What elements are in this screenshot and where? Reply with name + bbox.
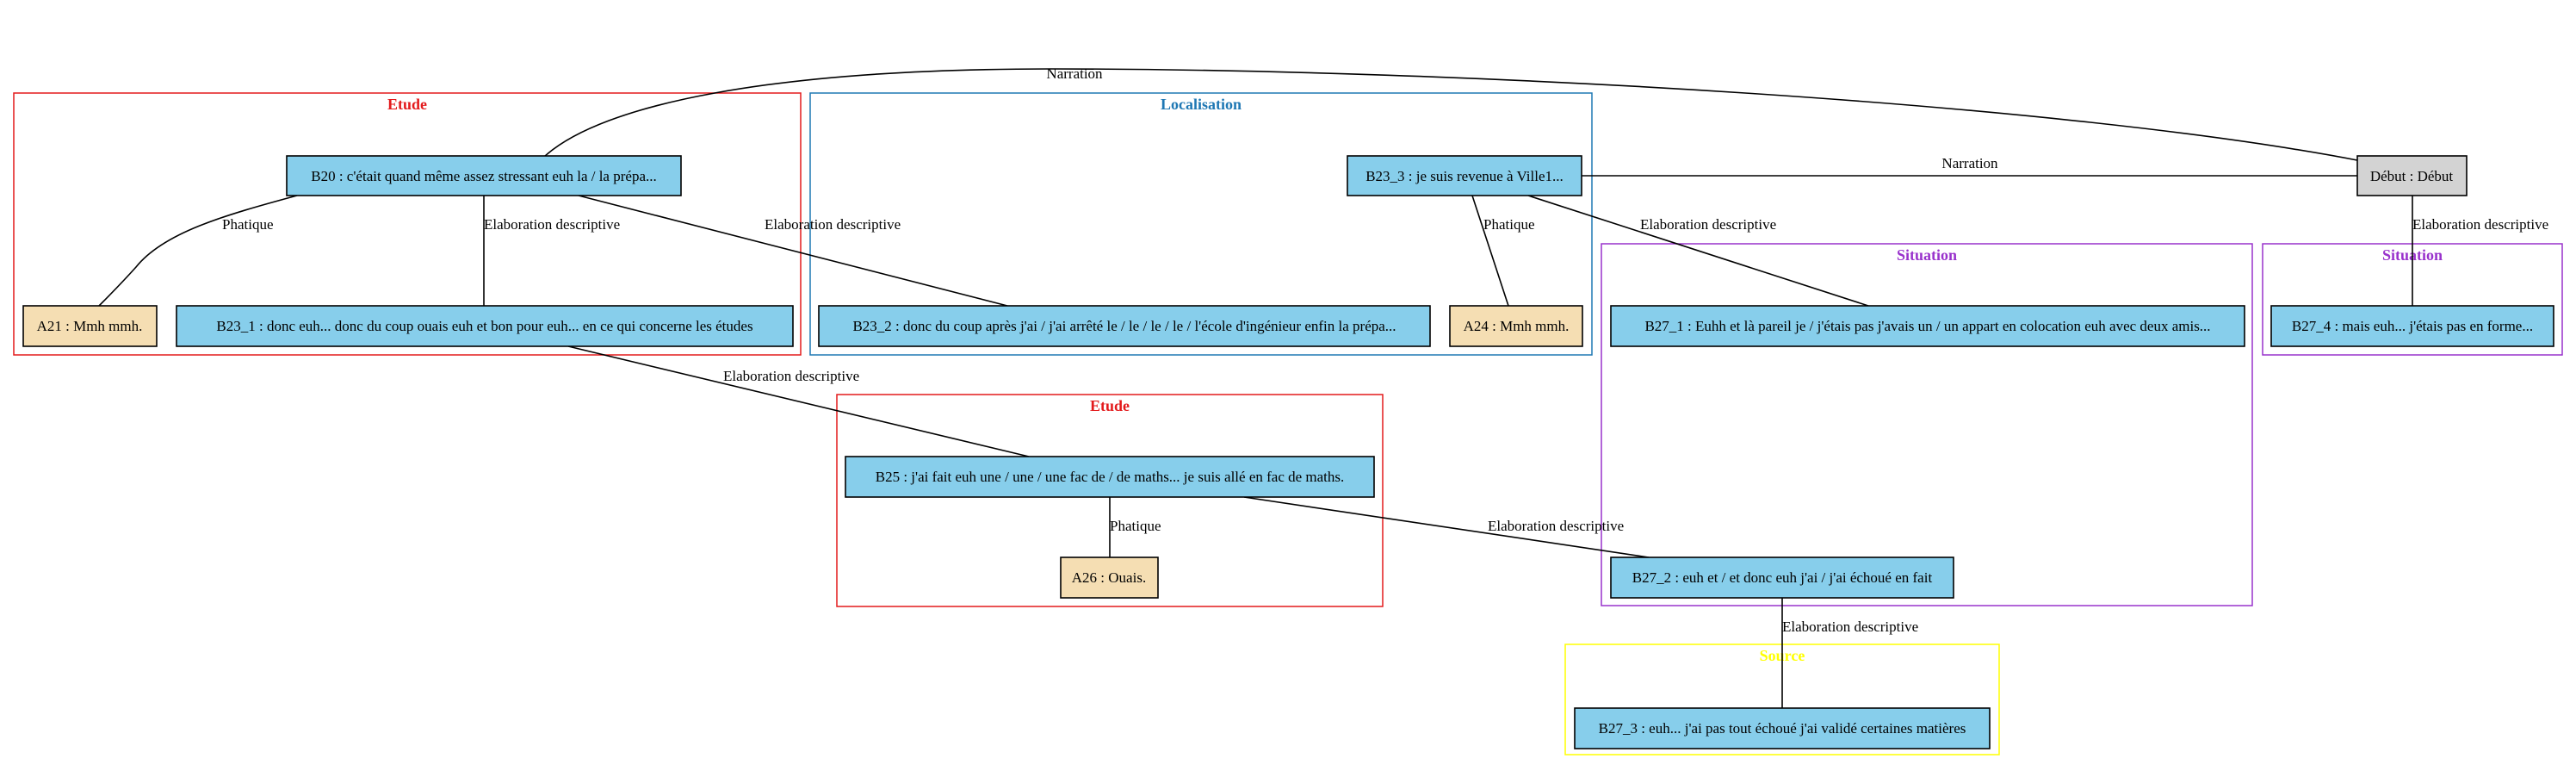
- node-b27_2-box: [1610, 556, 1954, 599]
- edge-label: Elaboration descriptive: [765, 216, 901, 233]
- node-b27_2[interactable]: B27_2 : euh et / et donc euh j'ai / j'ai…: [1610, 556, 1954, 599]
- edge-line: [578, 195, 1008, 307]
- node-b27_3-box: [1574, 707, 1991, 749]
- edge-label: Phatique: [1110, 518, 1161, 534]
- node-a26-box: [1060, 556, 1159, 599]
- node-b23_3[interactable]: B23_3 : je suis revenue à Ville1...: [1347, 155, 1582, 196]
- node-b27_4[interactable]: B27_4 : mais euh... j'étais pas en forme…: [2270, 305, 2554, 347]
- node-b23_1-box: [176, 305, 794, 347]
- node-b23_3-label: B23_3 : je suis revenue à Ville1...: [1365, 168, 1564, 184]
- cluster-situation-1-frame: [1601, 243, 2253, 606]
- edge-narration-debut-b20: Narration: [543, 65, 2362, 162]
- node-b20-box: [286, 155, 682, 196]
- node-a24-label: A24 : Mmh mmh.: [1464, 318, 1570, 334]
- node-b23_2-label: B23_2 : donc du coup après j'ai / j'ai a…: [852, 318, 1396, 334]
- edge-phatique-b25-a26: Phatique: [1109, 497, 1161, 557]
- node-b23_3-box: [1347, 155, 1582, 196]
- node-b27_4-label: B27_4 : mais euh... j'étais pas en forme…: [2292, 318, 2533, 334]
- edge-phatique-b23_3-a24: Phatique: [1471, 195, 1535, 307]
- node-a24[interactable]: A24 : Mmh mmh.: [1449, 305, 1583, 347]
- node-b27_1-box: [1610, 305, 2245, 347]
- edge-elab-b23_3-b27_1: Elaboration descriptive: [1527, 195, 1869, 307]
- node-a21-box: [22, 305, 158, 347]
- edge-label: Phatique: [222, 216, 274, 233]
- edge-label: Elaboration descriptive: [1488, 518, 1624, 534]
- edge-label: Elaboration descriptive: [1640, 216, 1776, 233]
- edge-label: Narration: [1941, 155, 1998, 171]
- edge-narration-debut-b23_3: Narration: [1582, 155, 2357, 177]
- edge-line: [543, 68, 2362, 162]
- node-a24-box: [1449, 305, 1583, 347]
- cluster-localisation-title: Localisation: [1161, 96, 1242, 113]
- node-a26-label: A26 : Ouais.: [1072, 569, 1146, 586]
- node-b27_4-box: [2270, 305, 2554, 347]
- node-b25[interactable]: B25 : j'ai fait euh une / une / une fac …: [845, 456, 1375, 498]
- edge-label: Elaboration descriptive: [1782, 619, 1918, 635]
- node-a21-label: A21 : Mmh mmh.: [37, 318, 143, 334]
- node-b27_1-label: B27_1 : Euhh et là pareil je / j'étais p…: [1644, 318, 2210, 334]
- edge-line: [1471, 195, 1509, 307]
- node-b23_1[interactable]: B23_1 : donc euh... donc du coup ouais e…: [176, 305, 794, 347]
- node-b27_2-label: B27_2 : euh et / et donc euh j'ai / j'ai…: [1632, 569, 1933, 586]
- node-a21[interactable]: A21 : Mmh mmh.: [22, 305, 158, 347]
- edge-label: Elaboration descriptive: [723, 368, 859, 384]
- cluster-localisation: Localisation: [809, 92, 1593, 356]
- node-b25-box: [845, 456, 1375, 498]
- edge-label: Elaboration descriptive: [484, 216, 620, 233]
- edge-label: Elaboration descriptive: [2412, 216, 2548, 233]
- cluster-localisation-frame: [809, 92, 1593, 356]
- edge-elab-b20-b23_1: Elaboration descriptive: [483, 196, 620, 306]
- cluster-etude-1: Etude: [13, 92, 802, 356]
- edge-elab-debut-b27_4: Elaboration descriptive: [2412, 196, 2548, 306]
- node-debut-box: [2356, 155, 2468, 196]
- node-b25-label: B25 : j'ai fait euh une / une / une fac …: [876, 469, 1345, 485]
- edge-elab-b27_2-b27_3: Elaboration descriptive: [1781, 598, 1918, 708]
- edge-label: Narration: [1046, 65, 1103, 82]
- node-b23_1-label: B23_1 : donc euh... donc du coup ouais e…: [216, 318, 752, 334]
- node-b27_3-label: B27_3 : euh... j'ai pas tout échoué j'ai…: [1599, 720, 1966, 737]
- cluster-etude-2-title: Etude: [1090, 397, 1130, 414]
- cluster-situation-1-title: Situation: [1897, 246, 1957, 264]
- edge-elab-b20-b23_2: Elaboration descriptive: [578, 195, 1008, 307]
- cluster-etude-1-frame: [13, 92, 802, 356]
- edge-line: [1243, 496, 1650, 558]
- cluster-etude-2-frame: [836, 394, 1384, 607]
- edge-line: [1527, 195, 1869, 307]
- node-b27_1[interactable]: B27_1 : Euhh et là pareil je / j'étais p…: [1610, 305, 2245, 347]
- edge-line: [98, 195, 298, 307]
- node-b20[interactable]: B20 : c'était quand même assez stressant…: [286, 155, 682, 196]
- node-b20-label: B20 : c'était quand même assez stressant…: [311, 168, 656, 184]
- node-b23_2-box: [818, 305, 1431, 347]
- edge-phatique-b20-a21: Phatique: [98, 195, 298, 307]
- edge-elab-b25-b27_2: Elaboration descriptive: [1243, 496, 1650, 558]
- node-debut-label: Début : Début: [2370, 168, 2454, 184]
- node-b23_2[interactable]: B23_2 : donc du coup après j'ai / j'ai a…: [818, 305, 1431, 347]
- edge-elab-b23_1-b25: Elaboration descriptive: [567, 345, 1030, 457]
- cluster-situation-1: Situation: [1601, 243, 2253, 606]
- cluster-etude-1-title: Etude: [387, 96, 427, 113]
- edge-label: Phatique: [1483, 216, 1535, 233]
- node-a26[interactable]: A26 : Ouais.: [1060, 556, 1159, 599]
- node-debut[interactable]: Début : Début: [2356, 155, 2468, 196]
- edge-line: [567, 345, 1030, 457]
- cluster-etude-2: Etude: [836, 394, 1384, 607]
- node-b27_3[interactable]: B27_3 : euh... j'ai pas tout échoué j'ai…: [1574, 707, 1991, 749]
